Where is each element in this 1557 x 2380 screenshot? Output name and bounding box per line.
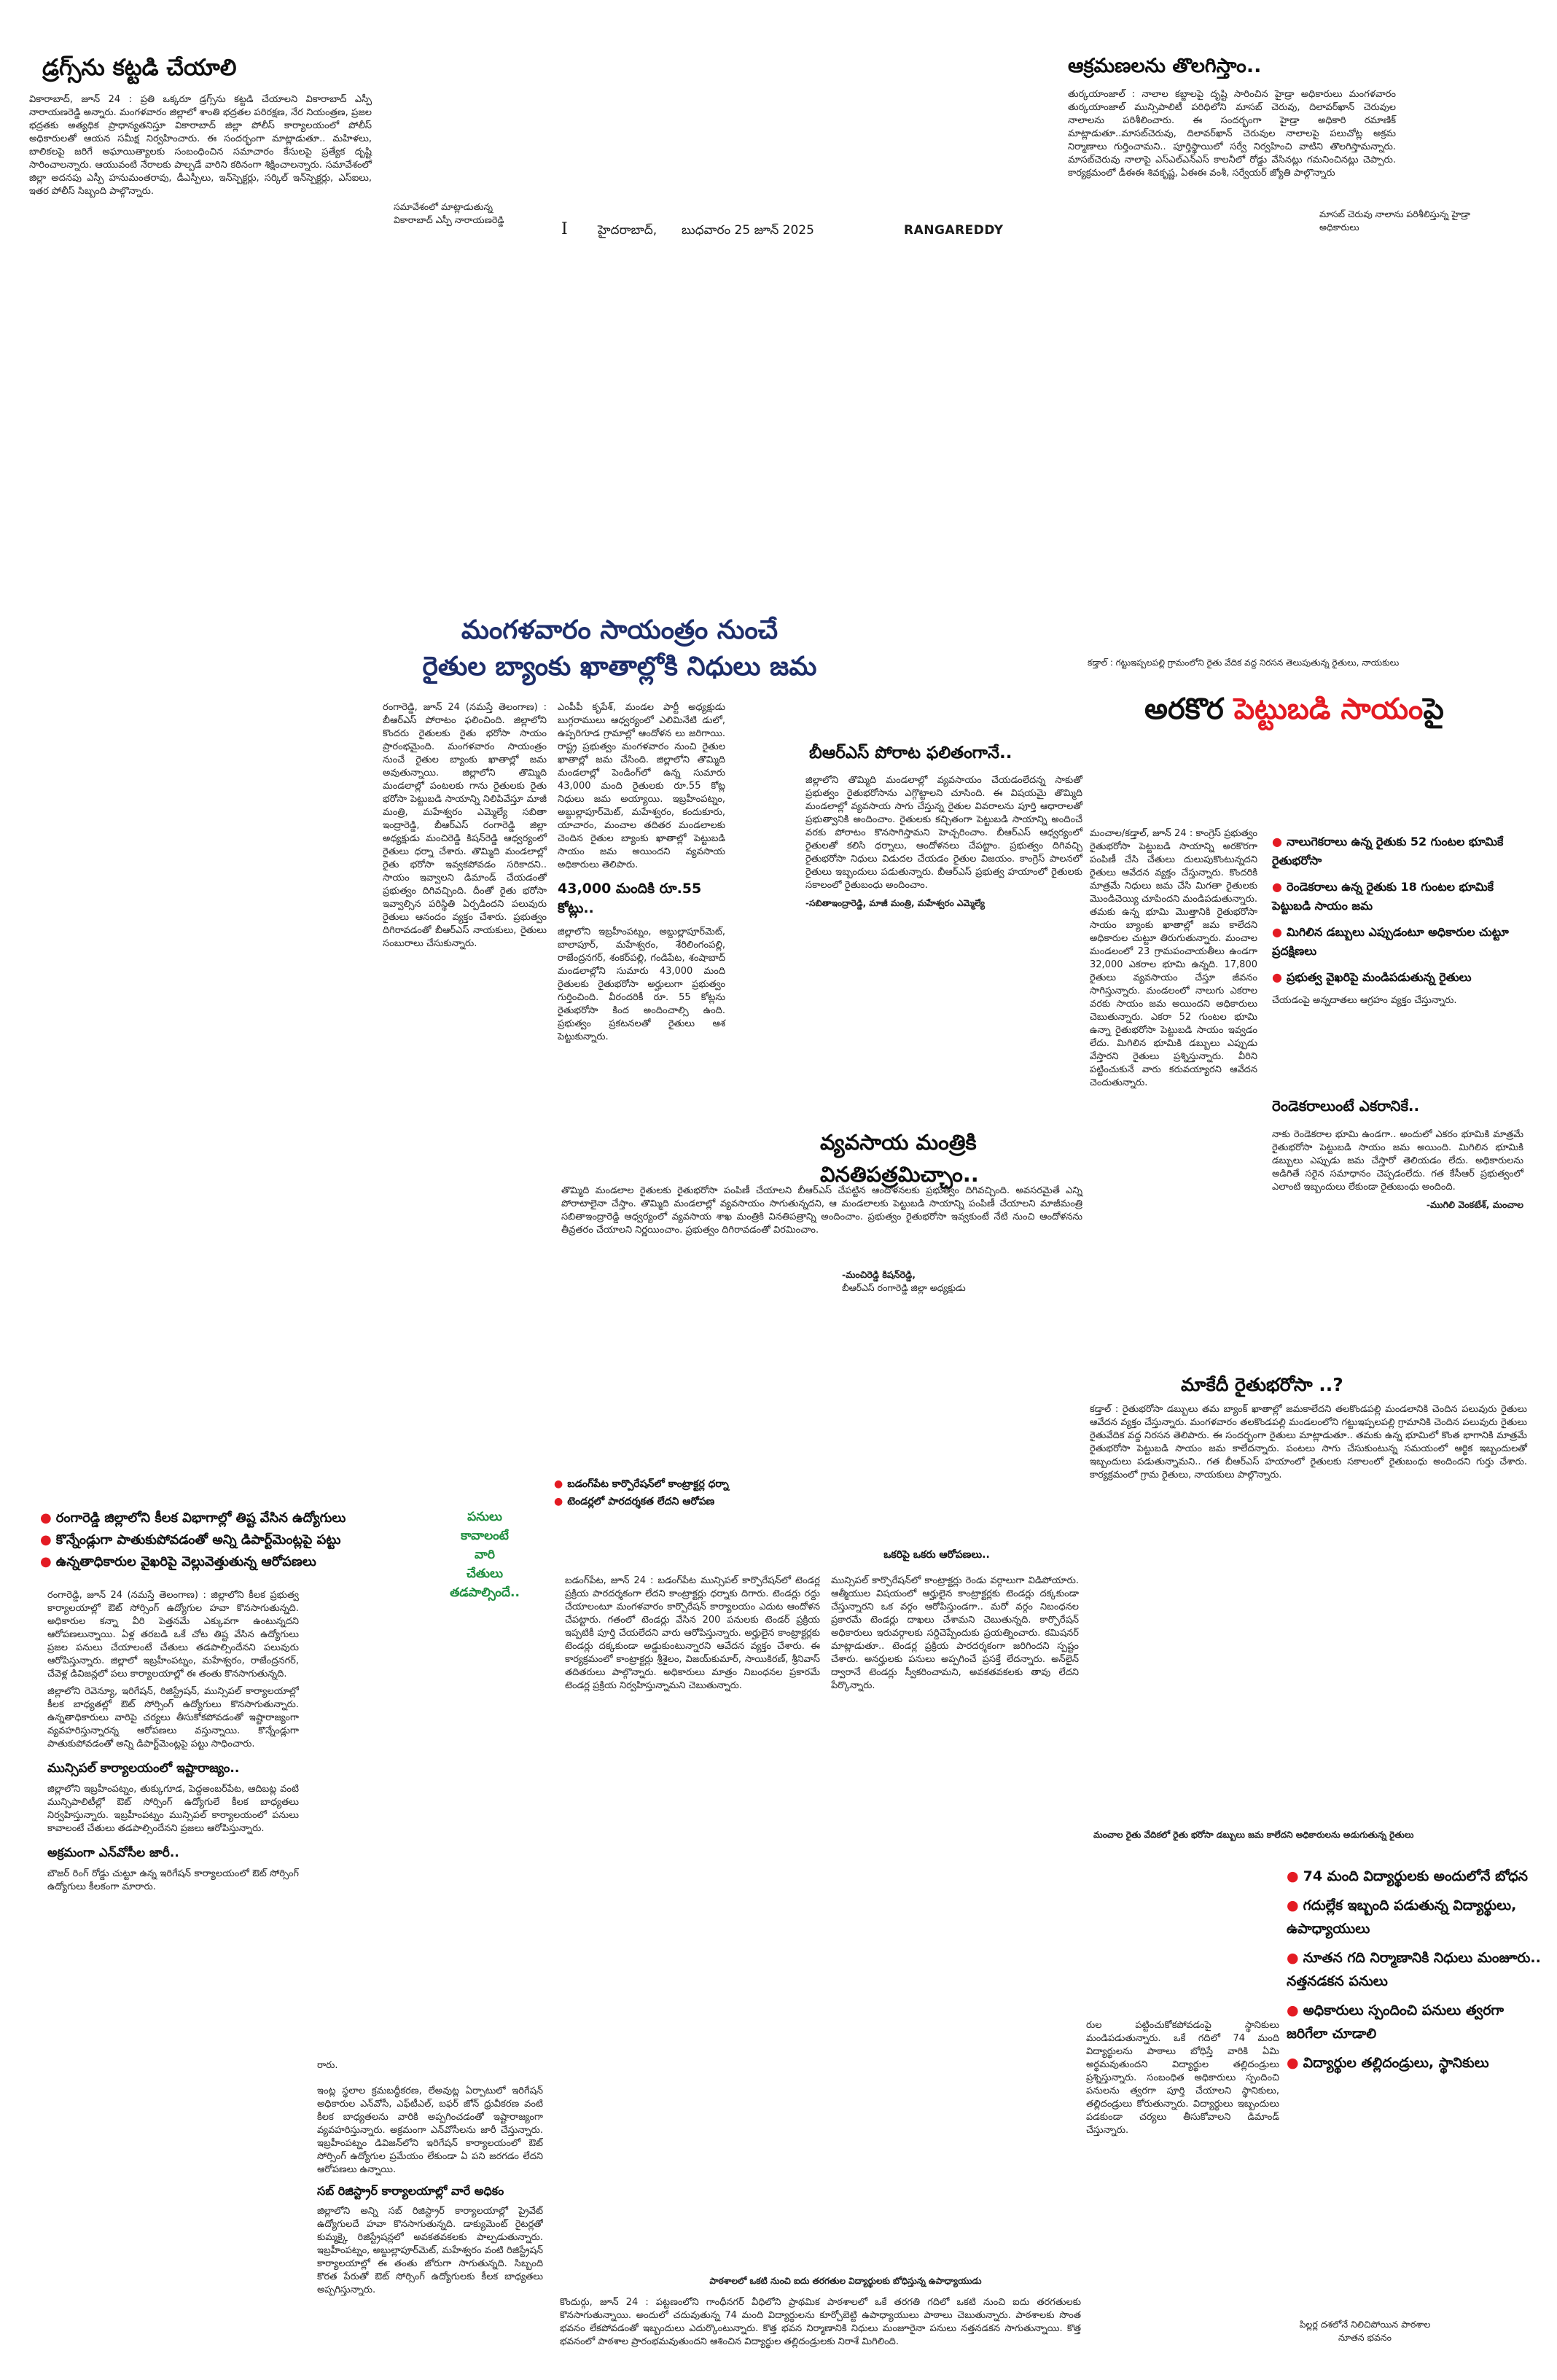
subheading: అక్రమంగా ఎన్‌వోసీల జారీ.. <box>47 1846 179 1860</box>
bullet-item: నూతన గది నిర్మాణానికి నిధులు మంజూరు.. నత… <box>1287 1946 1542 1993</box>
article-text: చేయడంపై అన్నదాతలు ఆగ్రహం వ్యక్తం చేస్తున… <box>1272 995 1457 1006</box>
subheading: సబ్ రిజిస్ట్రార్ కార్యాలయాల్లో వారే అధిక… <box>317 2184 504 2198</box>
credit-name: -మంచిరెడ్డి కిషన్‌రెడ్డి, <box>842 1269 916 1280</box>
article-text: రారు. <box>317 2060 338 2071</box>
callout-line: తడపాల్సిందే.. <box>450 1585 520 1600</box>
article-column: రుల పట్టించుకోకపోవడంపై స్థానికులు మండిపడ… <box>1086 2020 1279 2136</box>
quote-box: రెండెకరాలుంటే ఎకరానికే.. నాకు రెండెకరాల … <box>1272 1097 1523 1212</box>
headline-makedi: మాకేదీ రైతుభరోసా ..? <box>1181 1374 1343 1395</box>
headline-main-line2: రైతుల బ్యాంకు ఖాతాల్లోకి నిధులు జమ <box>422 652 817 682</box>
headline-main-line1: మంగళవారం సాయంత్రం నుంచే <box>461 615 778 645</box>
article-text: జిల్లాలోని తొమ్మిది మండలాల్లో వ్యవసాయం చ… <box>805 775 1082 891</box>
subheading-line: వ్యవసాయ మంత్రికి <box>820 1130 977 1155</box>
article-text: జిల్లాలోని ఇబ్రహీంపట్నం, తుక్కుగూడ, పెద్… <box>47 1784 299 1834</box>
bullet-list: రంగారెడ్డి జిల్లాలోని కీలక విభాగాల్లో తి… <box>40 1507 448 1573</box>
callout-box: పనులు కావాలంటే వారి చేతులు తడపాల్సిందే.. <box>441 1507 528 1602</box>
article-body: వికారాబాద్, జూన్ 24 : ప్రతి ఒక్కరూ డ్రగ్… <box>29 94 372 197</box>
article-column: ఎంపీపీ కృపేశ్, మండల పార్టీ అధ్యక్షుడు బు… <box>558 701 725 1044</box>
quote-credit: -మంచిరెడ్డి కిషన్‌రెడ్డి, బీఆర్ఎస్ రంగార… <box>842 1268 1061 1295</box>
masthead: I హైదరాబాద్, బుధవారం 25 జూన్ 2025 RANGAR… <box>561 219 1003 241</box>
article-column: రంగారెడ్డి, జూన్ 24 (నమస్తే తెలంగాణ) : జ… <box>47 1589 299 2362</box>
photo-caption: పిల్లర్ల దశలోనే నిలిచిపోయిన పాఠశాల నూతన … <box>1299 2319 1431 2343</box>
photo-caption: మాసబ్ చెరువు నాలాను పరిశీలిస్తున్న హైడ్ర… <box>1319 208 1470 233</box>
article-column: ఇంట్ల స్థలాల క్రమబద్ధీకరణ, లేఅవుట్ల ఏర్ప… <box>317 2085 543 2362</box>
bullet-list: బడంగ్‌పేట కార్పొరేషన్‌లో కాంట్రాక్టర్ల ధ… <box>554 1475 897 1510</box>
callout-line: కావాలంటే <box>461 1529 509 1543</box>
headline-drugs: డ్రగ్స్‌ను కట్టడి చేయాలి <box>42 55 237 81</box>
article-column: మంచాల/కడ్తాల్, జూన్ 24 : కాంగ్రెస్ ప్రభు… <box>1090 828 1257 1088</box>
article-text: కొందుర్గు, జూన్ 24 : పట్టణంలోని గాంధీనగర… <box>560 2297 1081 2347</box>
bullet-list: నాలుగెకరాలు ఉన్న రైతుకు 52 గుంటల భూమికే … <box>1272 832 1527 1007</box>
callout-line: వారి <box>475 1548 495 1562</box>
subheading: మున్సిపల్ కార్యాలయంలో ఇష్టారాజ్యం.. <box>47 1761 240 1776</box>
masthead-city: హైదరాబాద్, <box>598 223 657 238</box>
article-text: బౌజర్ రింగ్ రోడ్డు చుట్టూ ఉన్న ఇరిగేషన్ … <box>47 1868 299 1892</box>
headline-encroachments: ఆక్రమణలను తొలగిస్తాం.. <box>1068 55 1262 77</box>
bullet-item: గదుల్లేక ఇబ్బంది పడుతున్న విద్యార్థులు, … <box>1287 1894 1542 1940</box>
callout-line: పనులు <box>467 1510 502 1524</box>
bullet-item: నాలుగెకరాలు ఉన్న రైతుకు 52 గుంటల భూమికే … <box>1272 832 1527 870</box>
bullet-item: రంగారెడ్డి జిల్లాలోని కీలక విభాగాల్లో తి… <box>40 1507 448 1529</box>
bullet-list: 74 మంది విద్యార్థులకు అందులోనే బోధన గదుల… <box>1287 1865 1542 2075</box>
credit-title: బీఆర్ఎస్ రంగారెడ్డి జిల్లా అధ్యక్షుడు <box>842 1282 966 1293</box>
article-text: ఇంట్ల స్థలాల క్రమబద్ధీకరణ, లేఅవుట్ల ఏర్ప… <box>317 2086 543 2175</box>
headline-part: అరకొర <box>1144 692 1234 726</box>
masthead-edition: RANGAREDDY <box>904 223 1004 238</box>
article-text: కడ్తాల్ : రైతుభరోసా డబ్బులు తమ బ్యాంక్ ఖ… <box>1090 1404 1527 1480</box>
sidebar-brs: బీఆర్ఎస్ పోరాట ఫలితంగానే.. జిల్లాలోని తొ… <box>805 744 1082 910</box>
article-text: తొమ్మిది మండలాల రైతులకు రైతుభరోసా పంపిణీ… <box>561 1185 1082 1236</box>
article-text: జిల్లాలోని ఇబ్రహీంపట్నం, అబ్దుల్లాపూర్‌మ… <box>558 926 725 1042</box>
subheading: వ్యవసాయ మంత్రికి వినతిపత్రమిచ్చాం.. <box>820 1126 1068 1190</box>
bullet-item: విద్యార్థుల తల్లిదండ్రులు, స్థానికులు <box>1287 2051 1542 2075</box>
quote-text: నాకు రెండెకరాల భూమి ఉండగా.. అందులో ఎకరం … <box>1272 1129 1523 1193</box>
bullet-item: టెండర్లలో పారదర్శకత లేదని ఆరోపణ <box>554 1493 897 1510</box>
article-column: రారు. <box>317 2059 543 2351</box>
photo-caption: పాఠశాలలో ఒకటి నుంచి ఐదు తరగతుల విద్యార్థ… <box>709 2276 982 2286</box>
quote-credit: -సబితాఇంద్రారెడ్డి, మాజీ మంత్రి, మహేశ్వర… <box>805 898 985 908</box>
bullet-item: కొన్నేండ్లుగా పాతుకుపోవడంతో అన్ని డిపార్… <box>40 1529 448 1551</box>
subheading: బీఆర్ఎస్ పోరాట ఫలితంగానే.. <box>809 744 1012 762</box>
article-column: బడంగ్‌పేట, జూన్ 24 : బడంగ్‌పేట మున్సిపల్… <box>565 1575 820 1691</box>
article-body: తుర్కయాంజాల్ : నాలాల కబ్జాలపై దృష్టి సార… <box>1068 89 1396 179</box>
photo-caption: మంచాల రైతు వేదికలో రైతు భరోసా డబ్బులు జమ… <box>1093 1830 1414 1840</box>
bullet-item: ప్రభుత్వ వైఖరిపై మండిపడుతున్న రైతులు <box>1272 968 1527 987</box>
headline-part: పెట్టుబడి సాయం <box>1233 692 1424 726</box>
subheading-line: వినతిపత్రమిచ్చాం.. <box>820 1162 979 1187</box>
headline-badangpet: ఒకరిపై ఒకరు ఆరోపణలు.. <box>883 1549 990 1561</box>
headline-part: పై <box>1423 692 1444 726</box>
quote-heading: రెండెకరాలుంటే ఎకరానికే.. <box>1272 1097 1420 1115</box>
photo-caption: సమావేశంలో మాట్లాడుతున్న వికారాబాద్ ఎస్పీ… <box>394 201 504 225</box>
masthead-date: బుధవారం 25 జూన్ 2025 <box>682 223 814 238</box>
article-text: జిల్లాలోని రెవెన్యూ, ఇరిగేషన్, రిజిస్ట్ర… <box>47 1686 299 1749</box>
bullet-item: ఉన్నతాధికారుల వైఖరిపై వెల్లువెత్తుతున్న … <box>40 1551 448 1573</box>
bullet-item: మిగిలిన డబ్బులు ఎప్పుడంటూ అధికారుల చుట్ట… <box>1272 923 1527 961</box>
headline-arakora: అరకొర పెట్టుబడి సాయంపై <box>1144 689 1523 730</box>
bullet-item: బడంగ్‌పేట కార్పొరేషన్‌లో కాంట్రాక్టర్ల ధ… <box>554 1475 897 1493</box>
quote-credit: -ముగిలి వెంకటేశ్, మంచాల <box>1426 1199 1523 1210</box>
stat-highlight: 43,000 మందికి రూ.55 కోట్లు.. <box>558 881 702 916</box>
article-text: జిల్లాలోని అన్ని సబ్ రిజిస్ట్రార్ కార్యా… <box>317 2206 543 2295</box>
article-text: రంగారెడ్డి, జూన్ 24 (నమస్తే తెలంగాణ) : జ… <box>47 1590 299 1679</box>
photo-kicker: కడ్తాల్ : గట్టుఇప్పలపల్లి గ్రామంలోని రైత… <box>1088 658 1400 668</box>
callout-line: చేతులు <box>467 1566 503 1581</box>
article-drugs: డ్రగ్స్‌ను కట్టడి చేయాలి వికారాబాద్, జూన… <box>29 55 372 198</box>
article-column: రంగారెడ్డి, జూన్ 24 (నమస్తే తెలంగాణ) : బ… <box>383 702 547 949</box>
article-text: ఎంపీపీ కృపేశ్, మండల పార్టీ అధ్యక్షుడు బు… <box>558 702 725 870</box>
bullet-item: 74 మంది విద్యార్థులకు అందులోనే బోధన <box>1287 1865 1542 1888</box>
masthead-marker: I <box>561 220 568 238</box>
bullet-item: అధికారులు స్పందించి పనులు త్వరగా జరిగేలా… <box>1287 1999 1542 2045</box>
article-encroachments: ఆక్రమణలను తొలగిస్తాం.. తుర్కయాంజాల్ : నా… <box>1068 55 1396 180</box>
article-column: మున్సిపల్ కార్పొరేషన్‌లో కాంట్రాక్టర్లు … <box>831 1575 1079 1691</box>
bullet-item: రెండెకరాలు ఉన్న రైతుకు 18 గుంటల భూమికే ప… <box>1272 878 1527 916</box>
